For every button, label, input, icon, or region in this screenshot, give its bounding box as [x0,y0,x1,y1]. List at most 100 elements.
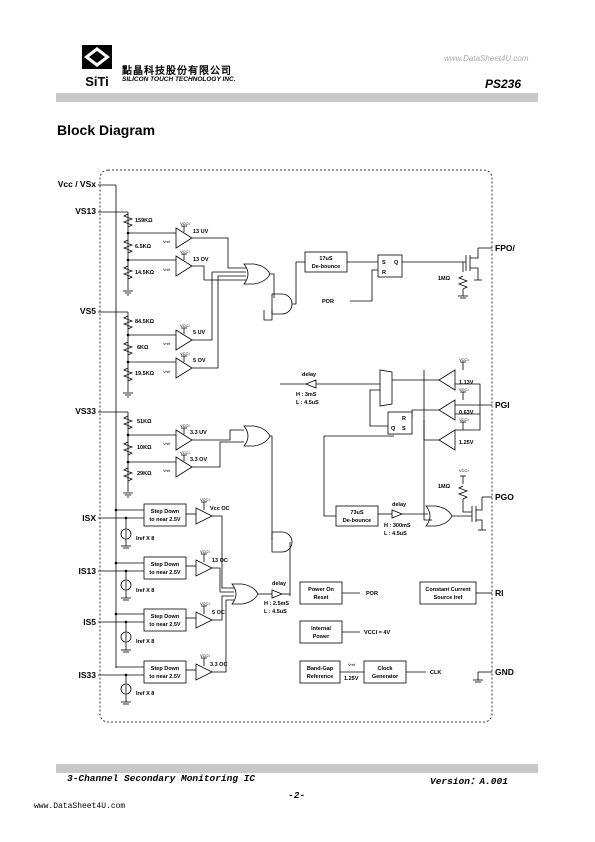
vcci-12: VCCI [459,387,469,392]
res-159k: 159KΩ [135,218,153,224]
debounce-73us-block [335,505,379,527]
pin-is5: IS5 [83,617,96,627]
and-gate-1 [271,293,293,315]
debounce73-line1: 73uS [350,510,363,516]
label-5ov: 5 OV [193,358,206,364]
delay-buffer-3 [271,589,284,599]
label-d3-h: H : 2.5mS [264,601,289,607]
bg-line2: Reference [307,674,334,680]
or-gate-pgo [425,505,453,527]
label-33ov: 3.3 OV [190,457,207,463]
and-gate-2 [271,531,293,553]
label-d3-l: L : 4.5uS [264,609,287,615]
step-down-is33 [143,660,187,684]
label-vcci-4v: VCCI = 4V [364,630,390,636]
page-number: -2- [288,790,306,801]
label-d2-h: H : 300mS [384,523,411,529]
pin-pgi: PGI [495,400,510,410]
vcci-11: VCCI [459,357,469,362]
clk-line1: Clock [378,666,394,672]
latch1-s: S [382,260,386,266]
label-33-oc: 3.3 OC [210,662,227,668]
res-10k: 10KΩ [137,445,152,451]
comparator-vcc-oc [195,507,213,525]
comparator-13uv [175,227,193,249]
pin-isx: ISX [82,513,96,523]
vcci-2: VCCI [180,249,190,254]
label-d2-l: L : 4.5uS [384,531,407,537]
comparator-5uv [175,329,193,351]
vref-1: Vref [163,239,171,244]
vref-2: Vref [163,267,171,272]
res-6k: 6KΩ [137,345,149,351]
debounce17-line2: De-bounce [312,264,340,270]
label-delay-3: delay [272,581,287,587]
latch2-r: R [402,416,406,422]
label-113v: 1.13V [459,380,474,386]
label-vcc-oc: Vcc OC [210,506,230,512]
clk-line2: Generator [372,674,399,680]
label-vref-bg: Vref [348,662,356,667]
label-delay-2: delay [392,502,407,508]
or-gate-3 [231,583,259,605]
delay-buffer-1 [304,379,317,389]
vcci-6: VCCI [180,450,190,455]
label-iref-x8-4: Iref X 8 [136,691,154,697]
footer-doc-title: 3-Channel Secondary Monitoring IC [67,773,256,784]
mux [379,369,393,407]
res-1m-b: 1MΩ [438,484,451,490]
pin-is33: IS33 [79,670,97,680]
watermark-bottom[interactable]: www.DataSheet4U.com [34,802,126,811]
company-name-chinese: 點晶科技股份有限公司 [122,66,232,77]
stepdown-isx-l2: to near 2.5V [149,517,181,523]
pin-vcc: Vcc / VSx [58,179,97,189]
res-6-5k: 6.5KΩ [135,244,152,250]
pin-pgo: PGO [495,492,514,502]
cc-line1: Constant Current [425,587,470,593]
comparator-063v [438,399,456,421]
step-down-is5 [143,608,187,632]
vcci-7: VCCI [200,497,210,502]
ip-line2: Power [313,634,330,640]
watermark-top[interactable]: www.DataSheet4U.com [444,54,529,63]
label-13-oc: 13 OC [212,558,228,564]
bg-line1: Band-Gap [307,666,334,672]
label-5-oc: 5 OC [212,610,225,616]
comparator-33-oc [195,663,213,681]
pin-ri: RI [495,588,504,598]
comparator-13-oc [195,559,213,577]
label-125v: 1.25V [459,440,474,446]
or-gate-2 [243,425,271,447]
debounce17-line1: 17uS [319,256,332,262]
comparator-13ov [175,255,193,277]
delay-buffer-2 [391,509,404,519]
label-13uv: 13 UV [193,229,209,235]
label-063v: 0.63V [459,410,474,416]
or-gate-1 [243,263,271,285]
step-down-isx [143,503,187,527]
pin-is13: IS13 [79,566,97,576]
label-33uv: 3.3 UV [190,430,207,436]
res-51k: 51KΩ [137,419,152,425]
vcci-4: VCCI [180,351,190,356]
label-5uv: 5 UV [193,330,206,336]
company-logo: SiTi [80,43,114,89]
label-125v: 1.25V [344,676,359,682]
label-13ov: 13 OV [193,257,209,263]
pin-vs33: VS33 [75,406,96,416]
logo-text: SiTi [85,74,109,89]
label-delay-1: delay [302,372,317,378]
company-name-english: SILICON TOUCH TECHNOLOGY INC. [122,76,236,83]
footer-bar [56,764,538,773]
sr-latch-fpo [377,254,403,278]
sr-latch-pgi [387,411,413,435]
label-por-1: POR [322,299,334,305]
vref-3: Vref [163,341,171,346]
label-iref-x8-3: Iref X 8 [136,639,154,645]
comparator-33uv [175,429,193,451]
label-iref-x8-1: Iref X 8 [136,536,154,542]
vcci-1: VCCI [180,221,190,226]
pin-fpo: FPO/ [495,243,515,253]
stepdown-is33-l1: Step Down [151,666,180,672]
latch2-s: S [402,426,406,432]
